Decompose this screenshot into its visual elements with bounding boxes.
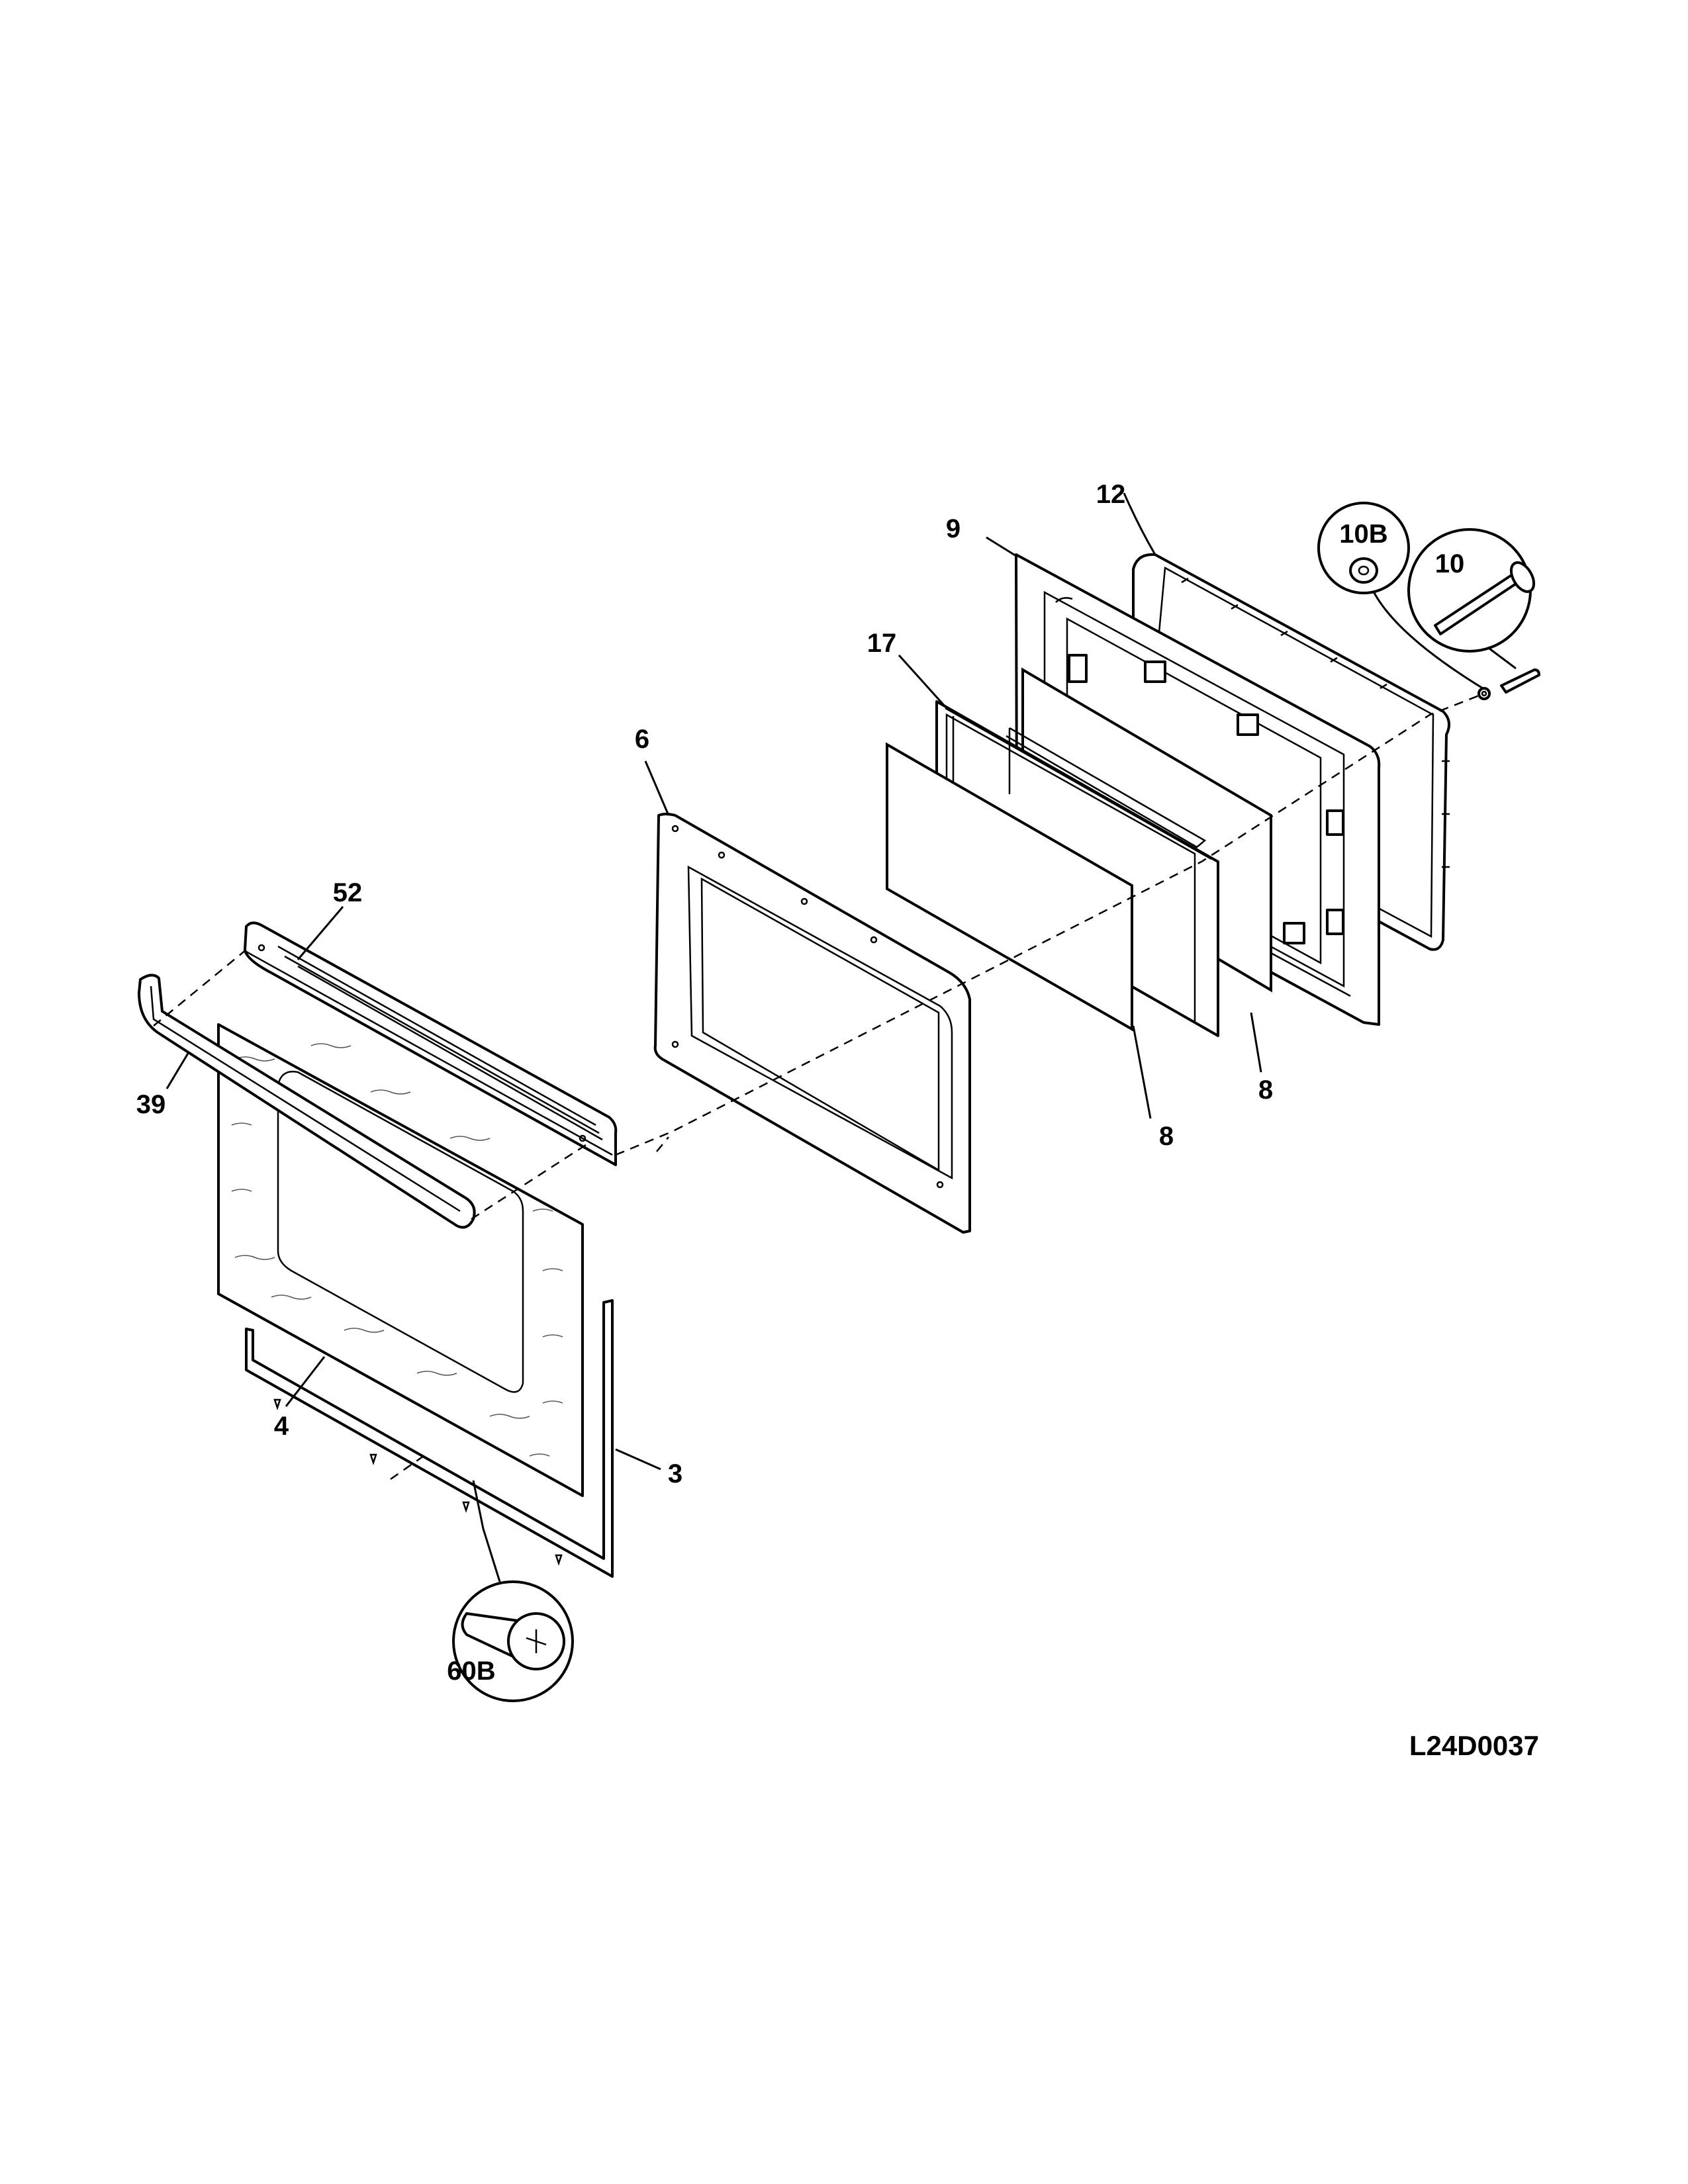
assembly-lines	[153, 692, 1485, 1480]
callout-label-52: 52	[333, 878, 363, 907]
callout-10b-detail	[1317, 502, 1483, 690]
hinge-screw-hardware	[1477, 668, 1540, 700]
callout-label-9: 9	[946, 514, 961, 543]
drawing-code: L24D0037	[1409, 1730, 1539, 1761]
callout-label-39: 39	[136, 1090, 166, 1119]
callout-label-60b: 60B	[447, 1657, 495, 1686]
door-top-trim-part	[244, 921, 618, 1166]
callout-label-17: 17	[867, 629, 897, 658]
door-handle-part	[138, 974, 476, 1229]
leader-lines	[165, 492, 1262, 1471]
callout-label-10: 10	[1435, 549, 1465, 578]
callout-label-12: 12	[1096, 480, 1126, 509]
outer-door-panel-part	[217, 1023, 584, 1497]
callout-label-4: 4	[274, 1412, 289, 1441]
front-glass-panel-part	[886, 742, 1133, 1032]
callout-label-8-front: 8	[1159, 1122, 1174, 1151]
callout-label-10b: 10B	[1339, 520, 1387, 549]
door-channel-part	[245, 1299, 614, 1578]
callout-label-8-rear: 8	[1258, 1075, 1273, 1105]
callout-label-3: 3	[668, 1459, 682, 1488]
door-screws	[273, 1398, 563, 1566]
callout-label-6: 6	[635, 725, 649, 754]
callout-60b-detail	[452, 1480, 574, 1702]
callout-10-detail	[1407, 528, 1536, 670]
